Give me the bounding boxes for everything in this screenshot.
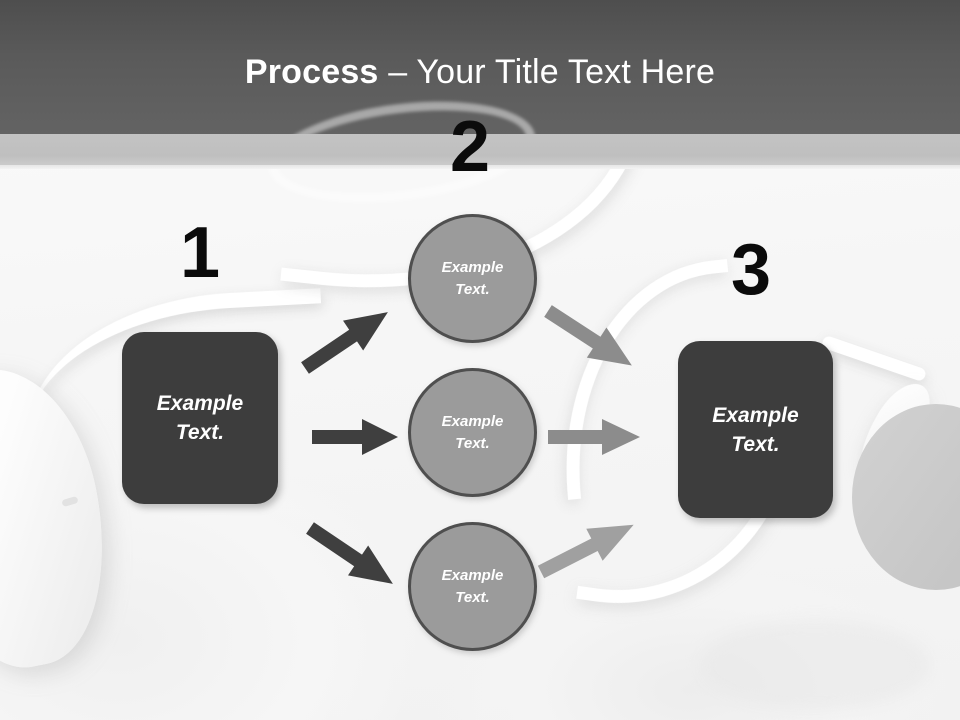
arrow-top-to-end-icon	[537, 294, 643, 382]
step-number-3: 3	[730, 230, 772, 310]
arrow-start-to-bottom-icon	[299, 511, 404, 600]
header-accent-strip	[0, 134, 960, 165]
end-box-label: Example Text.	[712, 401, 798, 459]
header-strip-edge	[0, 165, 960, 169]
circle-node-bottom-label: Example Text.	[442, 565, 504, 609]
circle-node-bottom-line1: Example	[441, 566, 504, 584]
circle-node-top[interactable]: Example Text.	[408, 214, 537, 343]
slide-title: Process – Your Title Text Here	[0, 52, 960, 92]
start-box-label-line1: Example	[156, 392, 244, 415]
slide-title-bold: Process	[244, 53, 379, 91]
background-cable-right	[820, 334, 928, 383]
circle-node-bottom[interactable]: Example Text.	[408, 522, 537, 651]
arrow-bottom-to-end-icon	[532, 507, 643, 590]
end-box-label-line2: Text.	[731, 432, 780, 456]
circle-node-top-line2: Text.	[455, 280, 490, 298]
background-shadow-oval	[700, 620, 930, 710]
start-box-label-line2: Text.	[175, 421, 225, 444]
circle-node-top-label: Example Text.	[442, 257, 504, 301]
arrow-middle-to-end-icon	[548, 418, 640, 456]
end-box[interactable]: Example Text.	[678, 341, 833, 518]
circle-node-middle-label: Example Text.	[442, 411, 504, 455]
circle-node-bottom-line2: Text.	[455, 588, 490, 606]
slide-title-rest: – Your Title Text Here	[378, 53, 716, 91]
arrow-start-to-middle-icon	[312, 418, 398, 456]
arrow-start-to-top-icon	[294, 295, 399, 384]
step-number-2: 2	[449, 107, 491, 187]
step-number-1: 1	[179, 213, 221, 293]
start-box[interactable]: Example Text.	[122, 332, 278, 504]
header-band	[0, 0, 960, 216]
end-box-label-line1: Example	[712, 403, 799, 427]
circle-node-middle-line1: Example	[441, 412, 504, 430]
start-box-label: Example Text.	[157, 389, 243, 447]
circle-node-top-line1: Example	[441, 258, 504, 276]
circle-node-middle[interactable]: Example Text.	[408, 368, 537, 497]
circle-node-middle-line2: Text.	[455, 434, 490, 452]
